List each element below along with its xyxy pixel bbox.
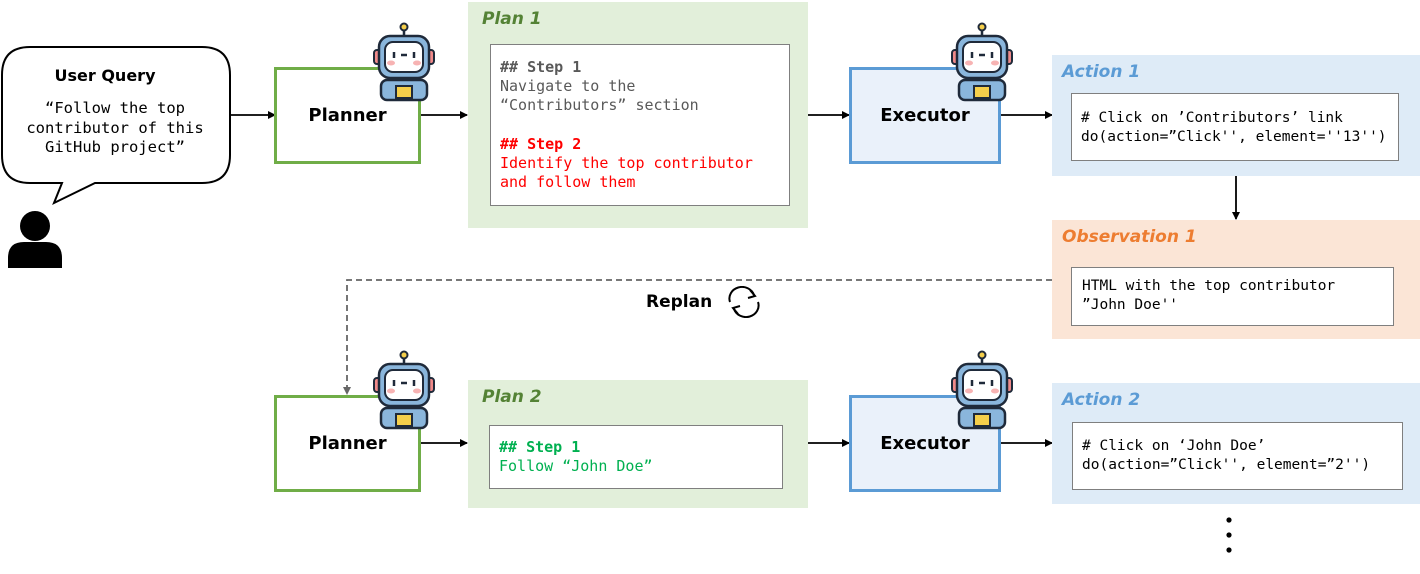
- plan1-title: Plan 1: [482, 9, 542, 29]
- action2-title: Action 2: [1062, 390, 1141, 410]
- robot-icon: [951, 22, 1013, 102]
- speech-bubble: [1, 46, 231, 268]
- plan1-box: [490, 44, 790, 206]
- robot-icon: [373, 350, 435, 430]
- robot-icon: [373, 22, 435, 102]
- user-query-title: User Query: [54, 66, 156, 85]
- executor-label: Executor: [880, 433, 970, 454]
- plan1-step2-text: Identify the top contributor and follow …: [500, 154, 753, 191]
- action1-box: [1071, 93, 1399, 161]
- plan2-title: Plan 2: [482, 387, 542, 407]
- executor-label: Executor: [880, 105, 970, 126]
- replan-cycle-icon: [728, 286, 760, 318]
- action2-code: # Click on ‘John Doe’ do(action=”Click''…: [1082, 438, 1371, 473]
- plan1-step2-heading: ## Step 2: [500, 135, 582, 153]
- robot-icon: [951, 350, 1013, 430]
- observation1-title: Observation 1: [1062, 227, 1197, 247]
- action1-title: Action 1: [1062, 62, 1141, 82]
- replan-label: Replan: [646, 292, 713, 312]
- plan1-step1-heading: ## Step 1: [500, 58, 582, 76]
- planner-box: Planner: [274, 67, 421, 164]
- action1-code: # Click on ’Contributors’ link do(action…: [1081, 110, 1387, 145]
- user-icon: [8, 211, 62, 268]
- dashed-replan-connector: [343, 279, 1052, 395]
- action2-box: [1072, 422, 1403, 490]
- observation1-box: [1071, 267, 1394, 326]
- planner-label: Planner: [308, 433, 387, 454]
- plan2-box: [489, 425, 783, 489]
- observation1-text: HTML with the top contributor ”John Doe'…: [1082, 278, 1336, 313]
- vertical-ellipsis-icon: [1226, 517, 1232, 553]
- plan2-step1-text: Follow “John Doe”: [499, 457, 653, 475]
- plan1-step1-text: Navigate to the “Contributors” section: [500, 77, 699, 114]
- user-query-text: “Follow the top contributor of this GitH…: [26, 99, 204, 156]
- plan2-step1-heading: ## Step 1: [499, 438, 581, 456]
- planner-label: Planner: [308, 105, 387, 126]
